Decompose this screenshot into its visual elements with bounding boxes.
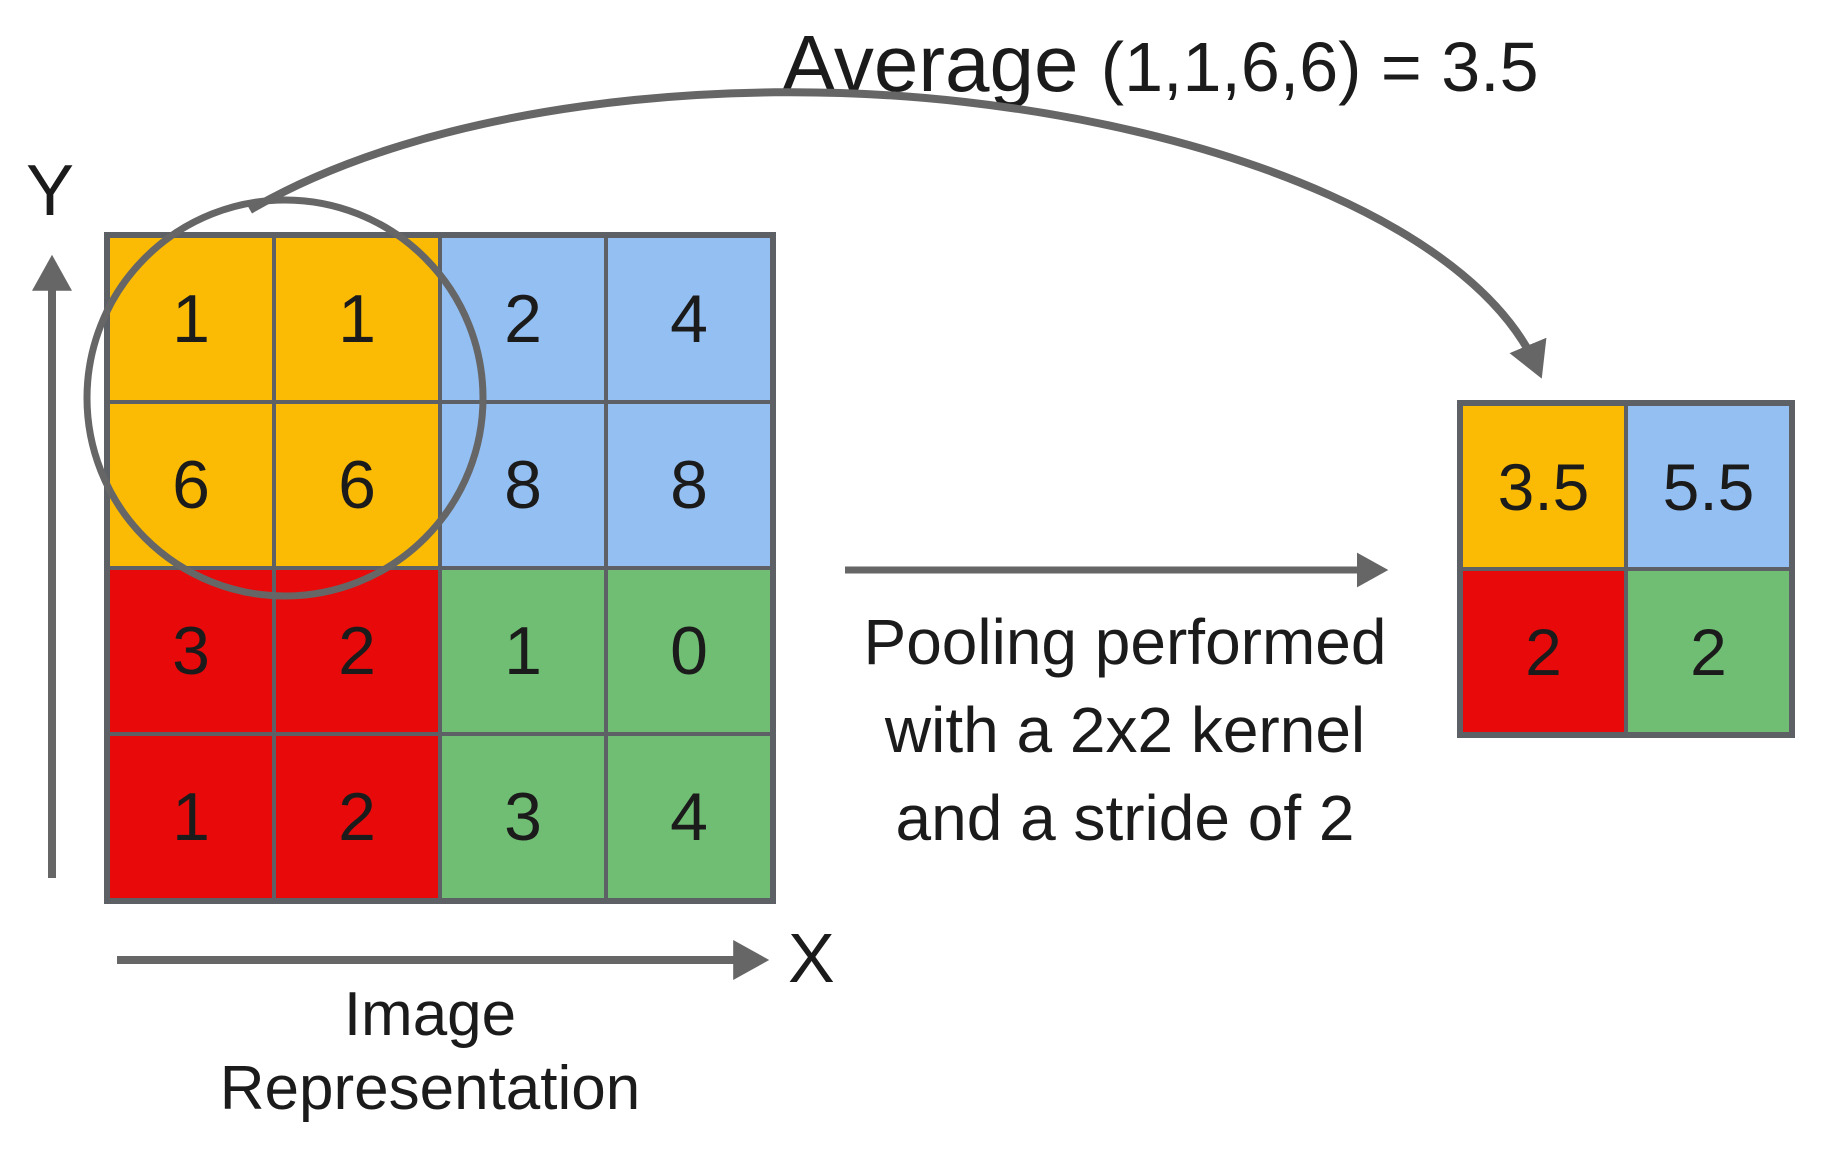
- title-expression: (1,1,6,6) = 3.5: [1100, 28, 1539, 106]
- pooling-note: Pooling performed with a 2x2 kernel and …: [820, 598, 1430, 862]
- image-representation-caption: Image Representation: [130, 978, 730, 1126]
- output-cell: 5.5: [1626, 404, 1791, 569]
- input-cell: 0: [606, 568, 772, 734]
- output-cell: 3.5: [1461, 404, 1626, 569]
- title-word: Average: [782, 19, 1079, 108]
- y-axis-label: Y: [26, 151, 75, 231]
- pooling-note-line2: with a 2x2 kernel: [884, 694, 1366, 766]
- output-cell: 2: [1626, 569, 1791, 734]
- pooling-note-line3: and a stride of 2: [895, 782, 1355, 854]
- input-cell: 8: [606, 402, 772, 568]
- x-axis-label: X: [788, 919, 835, 997]
- input-cell: 3: [108, 568, 274, 734]
- input-cell: 6: [274, 402, 440, 568]
- diagram-title: Average (1,1,6,6) = 3.5: [782, 18, 1539, 110]
- input-cell: 1: [440, 568, 606, 734]
- input-cell: 1: [108, 236, 274, 402]
- input-cell: 2: [440, 236, 606, 402]
- input-cell: 2: [274, 734, 440, 900]
- pooling-note-line1: Pooling performed: [863, 606, 1387, 678]
- input-cell: 4: [606, 236, 772, 402]
- input-cell: 4: [606, 734, 772, 900]
- output-cell: 2: [1461, 569, 1626, 734]
- caption-line2: Representation: [219, 1054, 641, 1123]
- input-cell: 3: [440, 734, 606, 900]
- input-cell: 8: [440, 402, 606, 568]
- input-cell: 1: [108, 734, 274, 900]
- input-grid: 1 1 2 4 6 6 8 8 3 2 1 0 1 2 3 4: [104, 232, 776, 904]
- input-cell: 6: [108, 402, 274, 568]
- input-cell: 2: [274, 568, 440, 734]
- caption-line1: Image: [343, 980, 517, 1049]
- input-cell: 1: [274, 236, 440, 402]
- output-grid: 3.5 5.5 2 2: [1457, 400, 1795, 738]
